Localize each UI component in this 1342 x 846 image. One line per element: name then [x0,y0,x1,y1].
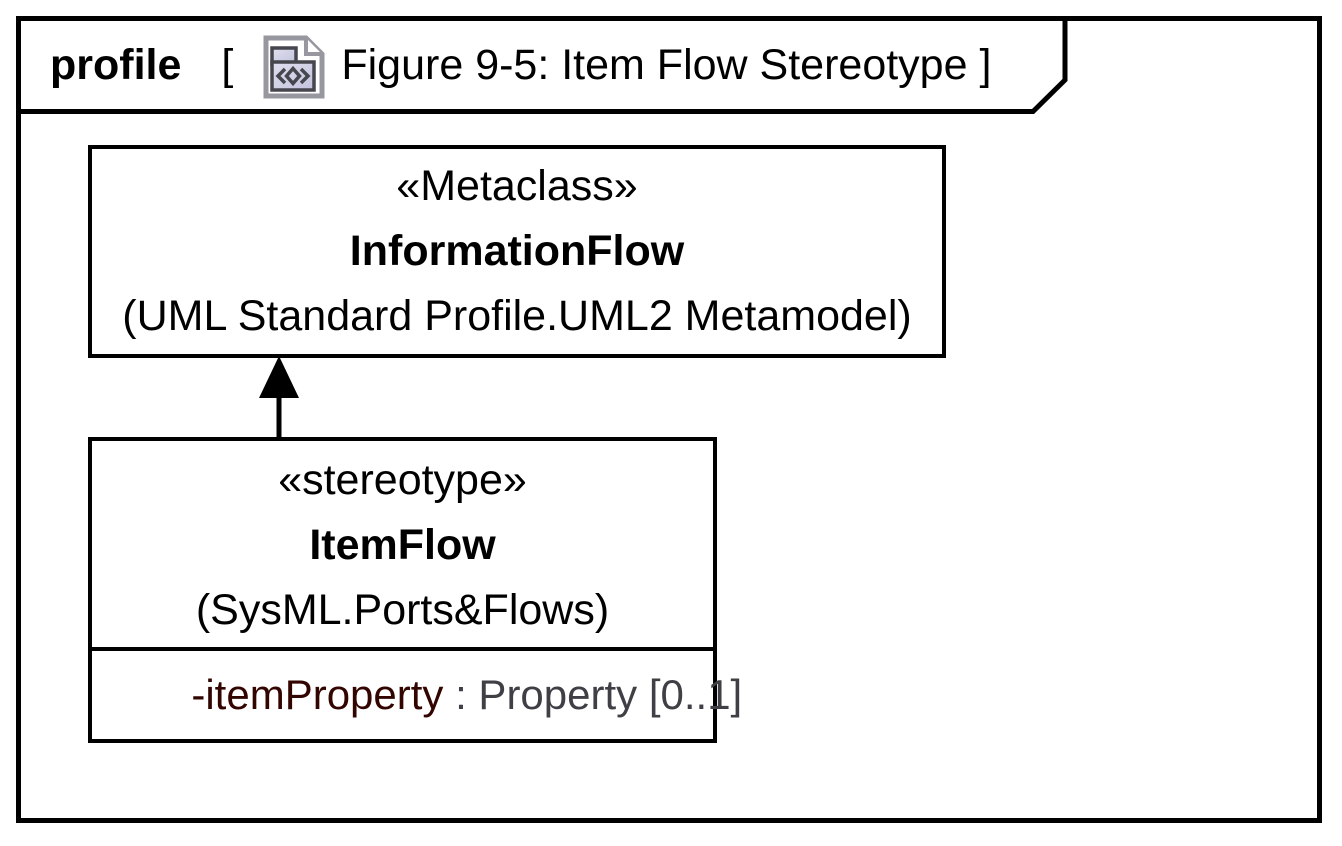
itemflow-name-label: ItemFlow [309,521,496,569]
attribute-type-text: : Property [0..1] [443,671,743,718]
metaclass-name-label: InformationFlow [349,227,685,275]
diagram-kind-label: profile [50,40,182,89]
frame-header-content: profile [ Figure 9-5: Item Flow Stereoty… [50,24,991,106]
itemflow-package-label: (SysML.Ports&Flows) [195,586,610,634]
extension-arrow [259,356,299,438]
diagram-title: Figure 9-5: Item Flow Stereotype [341,40,968,89]
close-bracket: ] [979,40,992,89]
itemflow-stereotype-label: «stereotype» [278,456,527,504]
itemflow-name-compartment: «stereotype» ItemFlow (SysML.Ports&Flows… [92,441,713,651]
guillemet-right-glyph [300,67,311,85]
open-bracket: [ [221,40,234,89]
attribute-itemproperty: -itemProperty : Property [0..1] [98,623,742,767]
extension-arrowhead [259,356,299,398]
metaclass-informationflow-box: «Metaclass» InformationFlow (UML Standar… [88,145,946,358]
profile-diagram-icon [263,35,325,99]
metaclass-package-label: (UML Standard Profile.UML2 Metamodel) [122,292,912,340]
metaclass-stereotype-label: «Metaclass» [396,162,638,210]
stereotype-itemflow-box: «stereotype» ItemFlow (SysML.Ports&Flows… [88,437,742,743]
attribute-name-text: -itemProperty [191,671,444,718]
guillemet-left-glyph [275,67,287,85]
page-fold [304,38,323,56]
itemflow-attribute-compartment: -itemProperty : Property [0..1] [92,651,742,739]
diamond-glyph [284,65,303,87]
